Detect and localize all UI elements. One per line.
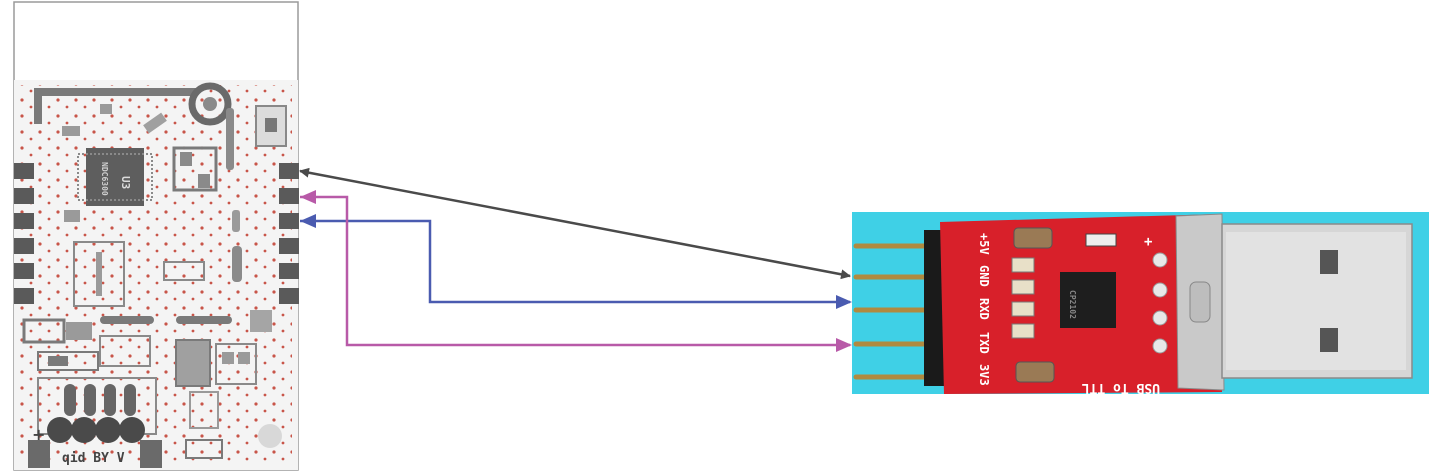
smd-component (66, 322, 92, 340)
adapter-header-pins (853, 243, 933, 380)
component-pad (238, 352, 250, 364)
ic-footprint (73, 241, 125, 307)
component-pad (222, 352, 234, 364)
pin-label-5v: +5V (977, 233, 991, 255)
pcb-module: U3 NDC6300 (13, 1, 299, 471)
rxd-arrow-left (300, 214, 316, 228)
adapter-title: USB To TTL (1082, 380, 1160, 395)
usb-plug-window-bottom (1320, 328, 1338, 352)
pin-label-rxd: RXD (977, 298, 991, 320)
connection-txd (300, 190, 852, 352)
adapter-plus-marking: + (1144, 234, 1152, 250)
mounting-hole (258, 424, 282, 448)
usb-plug-face (1226, 232, 1406, 370)
crystal-footprint (172, 146, 218, 192)
txd-arrow-right (836, 338, 852, 352)
smd-component (64, 210, 80, 222)
chip-label: U3 (119, 176, 132, 189)
antenna-connector-pad (265, 118, 277, 132)
trace-segment (226, 108, 234, 170)
component-pad (198, 174, 210, 188)
usb-ttl-adapter: +5V GND RXD TXD 3V3 CP2102 USB To TTL + (852, 212, 1429, 395)
header-pins (64, 384, 136, 416)
gnd-wire (299, 167, 851, 280)
pin-label-txd: TXD (977, 332, 991, 354)
smd-component (250, 310, 272, 332)
capacitor-footprint (185, 439, 223, 459)
main-chip-pins (77, 153, 153, 201)
adapter-chip-marking: CP2102 (1068, 290, 1077, 319)
pin-labels: +5V GND RXD TXD 3V3 (977, 233, 991, 386)
txd-wire (300, 195, 850, 347)
component-pad (180, 152, 192, 166)
antenna-pad (188, 82, 232, 126)
main-chip (86, 148, 144, 206)
chip-marking: NDC6300 (100, 162, 109, 196)
adapter-chip (1060, 272, 1116, 328)
trace-segment (96, 252, 102, 296)
trace-segment (232, 210, 240, 232)
regulator-footprint (175, 339, 211, 387)
module-pin-6 (279, 288, 299, 304)
ic-footprint (99, 335, 151, 367)
txd-arrow-left (300, 190, 316, 204)
rxd-wire (300, 219, 850, 304)
diode-footprint (37, 351, 99, 371)
usb-solder-pads (1152, 252, 1168, 354)
smd-component (143, 112, 167, 134)
header-pads (47, 417, 145, 443)
antenna-trace (34, 88, 198, 124)
pin-label-gnd: GND (977, 265, 991, 287)
module-pin-4 (279, 238, 299, 254)
adapter-smd-parts (1011, 227, 1117, 383)
module-pin-5 (279, 263, 299, 279)
pcb-silkscreen-text: qid BY V (62, 451, 125, 466)
module-pin-1 (279, 163, 299, 179)
usb-plug-window-top (1320, 250, 1338, 274)
connection-rxd (300, 214, 852, 309)
module-pin-3 (279, 213, 299, 229)
corner-pad (28, 440, 50, 468)
ic-footprint (189, 391, 219, 429)
trace-segment (232, 246, 242, 282)
smd-component (62, 126, 80, 136)
antenna-connector (255, 105, 287, 147)
module-pin-2 (279, 188, 299, 204)
pin-label-3v3: 3V3 (977, 364, 991, 386)
rxd-arrow-right (836, 295, 852, 309)
right-pads (279, 163, 299, 304)
corner-pad (140, 440, 162, 468)
left-pads (14, 163, 34, 304)
connection-gnd (299, 167, 851, 280)
smd-component (100, 104, 112, 114)
ic-footprint (215, 343, 257, 385)
trace-segment (176, 316, 232, 324)
diode-body (48, 356, 68, 366)
trace-segment (100, 316, 154, 324)
plus-marking: + (32, 425, 45, 444)
usb-shell-clip (1189, 281, 1211, 323)
header-housing (924, 230, 944, 386)
capacitor-footprint (22, 318, 66, 344)
antenna-via (203, 97, 217, 111)
ic-footprint (163, 261, 205, 281)
